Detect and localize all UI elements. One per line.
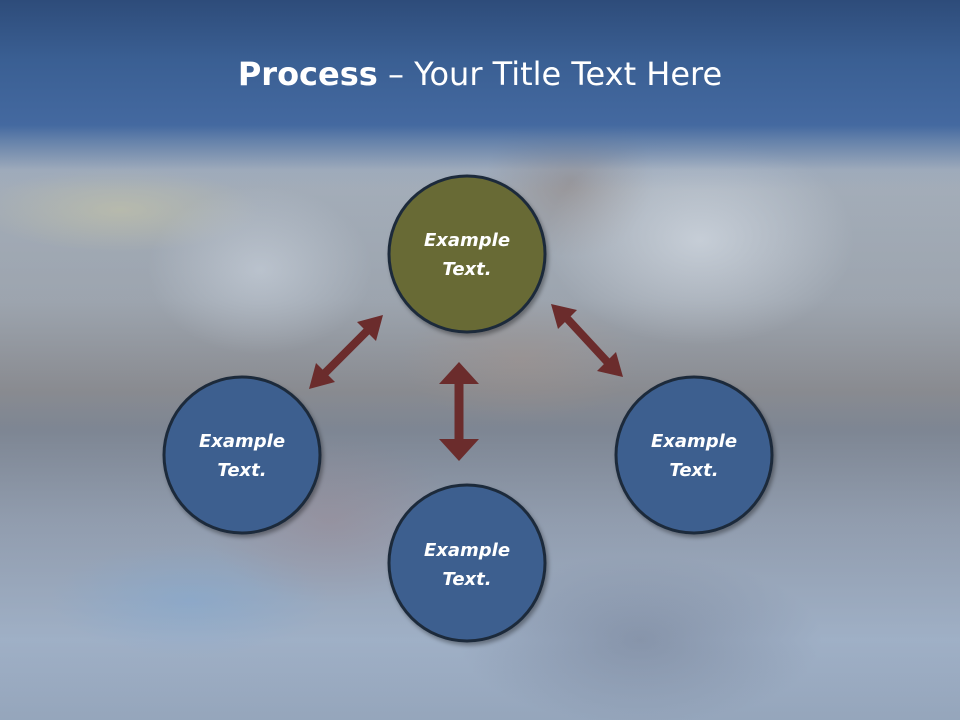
node-label-line2: Text. (442, 259, 491, 280)
title-band (0, 0, 960, 190)
process-node-left[interactable]: Example Text. (162, 375, 322, 535)
process-node-right[interactable]: Example Text. (614, 375, 774, 535)
title-rest-part: – Your Title Text Here (377, 55, 723, 93)
node-label-line1: Example (424, 540, 510, 561)
arrow-top-left (309, 315, 383, 389)
node-circle (162, 375, 322, 535)
arrow-top-right (551, 304, 623, 377)
node-label-line2: Text. (669, 460, 718, 481)
title-bold-part: Process (237, 55, 378, 93)
node-circle (387, 174, 547, 334)
node-circle (387, 483, 547, 643)
arrow-vertical (439, 362, 479, 461)
node-label-line1: Example (199, 431, 285, 452)
node-label-line1: Example (424, 230, 510, 251)
node-label-line2: Text. (217, 460, 266, 481)
node-label-line1: Example (651, 431, 737, 452)
process-node-top[interactable]: Example Text. (387, 174, 547, 334)
node-circle (614, 375, 774, 535)
node-label-line2: Text. (442, 569, 491, 590)
process-node-bottom[interactable]: Example Text. (387, 483, 547, 643)
slide-title[interactable]: Process – Your Title Text Here (0, 52, 960, 96)
